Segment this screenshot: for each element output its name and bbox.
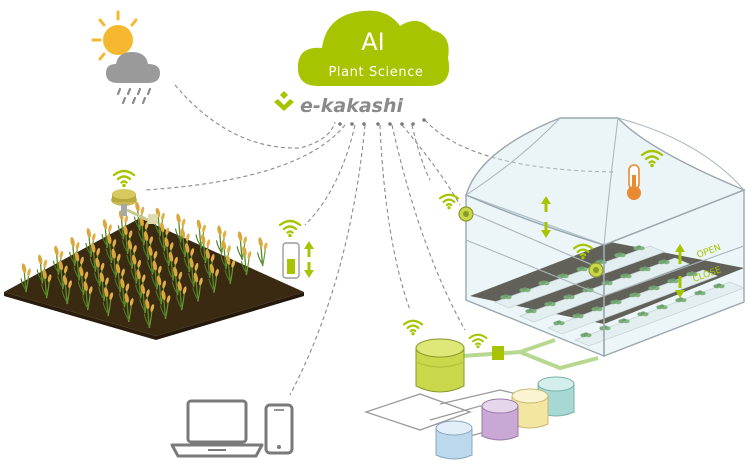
main-nutrient-tank [415, 338, 465, 393]
nutrient-system [363, 319, 599, 460]
link-weather [174, 84, 336, 149]
thermometer-icon [627, 164, 641, 200]
thermometer-sensor [627, 149, 664, 200]
rice-plant [236, 230, 249, 261]
link-greenhouse-motor [401, 124, 461, 206]
nutrient-tank-purple [481, 398, 519, 441]
roof-vent-arrows [541, 196, 551, 238]
wifi-icon [112, 169, 136, 188]
wifi-icon [402, 319, 424, 336]
connection-dots [338, 118, 426, 126]
link-valve [391, 124, 466, 331]
link-greenhouse-side [411, 124, 431, 181]
link-tank [379, 124, 411, 311]
field-sensor [111, 169, 158, 224]
vent-motor-left [458, 206, 605, 271]
brand-mark-icon [274, 91, 294, 111]
nutrient-tank-blue [435, 420, 473, 460]
water-level-sensor [278, 219, 314, 279]
link-greenhouse-sensor [424, 119, 616, 173]
wifi-icon [468, 333, 488, 349]
smartphone-icon [264, 403, 294, 455]
ai-cloud: AI Plant Science [297, 10, 450, 86]
link-field-sensor [144, 124, 346, 191]
rice-plant [215, 224, 228, 255]
brand-logo: e-kakashi [274, 91, 426, 126]
wifi-icon [278, 219, 302, 238]
cloud-title: AI [361, 28, 385, 56]
up-down-arrow-icon [304, 241, 314, 278]
laptop-icon [170, 399, 264, 458]
link-devices [289, 124, 366, 396]
wifi-icon [438, 193, 460, 210]
vent-motor-inner [572, 243, 604, 278]
sun-behind-rain-cloud-icon [91, 10, 160, 105]
connection-lines [144, 84, 616, 396]
rice-plant [256, 236, 269, 267]
cloud-subtitle: Plant Science [328, 65, 423, 80]
greenhouse: OPEN CLOSE [438, 117, 746, 358]
brand-name: e-kakashi [300, 95, 404, 117]
rice-field [4, 200, 304, 340]
